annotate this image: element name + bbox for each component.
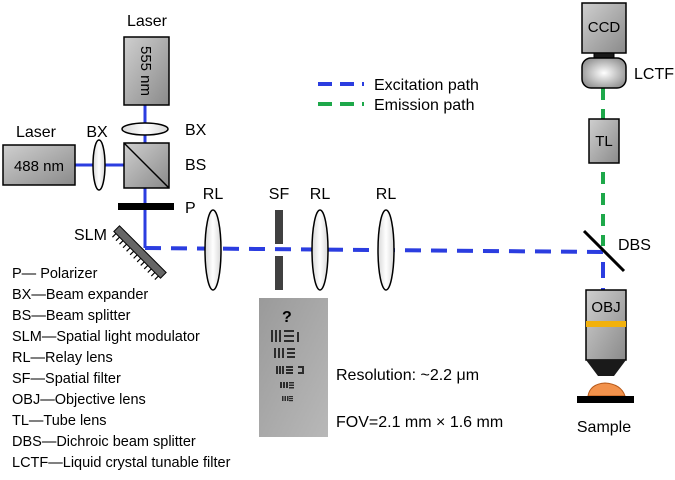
abbr-item: BS—Beam splitter bbox=[12, 308, 131, 324]
spatial-filter-bottom bbox=[275, 256, 283, 290]
spatial-filter-top bbox=[275, 210, 283, 244]
laser-left-wavelength: 488 nm bbox=[14, 158, 64, 175]
bx-top-lens bbox=[121, 122, 169, 136]
ccd-camera bbox=[581, 2, 627, 54]
slm-device bbox=[111, 225, 167, 281]
excitation-path-line bbox=[144, 246, 605, 290]
abbr-item: P— Polarizer bbox=[12, 266, 98, 282]
abbr-item: RL—Relay lens bbox=[12, 350, 113, 366]
svg-text:?: ? bbox=[282, 309, 292, 326]
lctf-label: LCTF bbox=[634, 66, 674, 83]
abbr-item: DBS—Dichroic beam splitter bbox=[12, 434, 196, 450]
fov-text: FOV=2.1 mm × 1.6 mm bbox=[336, 414, 503, 431]
relay-lens-1-label: RL bbox=[203, 186, 224, 203]
resolution-text: Resolution: ~2.2 μm bbox=[336, 367, 479, 384]
dbs-label: DBS bbox=[618, 237, 651, 254]
sample-label: Sample bbox=[577, 419, 631, 436]
lctf-filter bbox=[581, 57, 627, 89]
slm-label: SLM bbox=[74, 227, 107, 244]
legend-excitation-label: Excitation path bbox=[374, 77, 479, 94]
legend-emission-label: Emission path bbox=[374, 97, 475, 114]
relay-lens-3-label: RL bbox=[376, 186, 397, 203]
ccd-label: CCD bbox=[588, 19, 621, 36]
spatial-filter-label: SF bbox=[269, 186, 290, 203]
sample-specimen bbox=[587, 382, 626, 397]
abbr-item: SLM—Spatial light modulator bbox=[12, 329, 200, 345]
abbr-item: BX—Beam expander bbox=[12, 287, 148, 303]
bs-label: BS bbox=[185, 157, 206, 174]
sample-stage bbox=[577, 396, 634, 403]
usaf-resolution-target-image: ? bbox=[259, 298, 328, 437]
bx-top-label: BX bbox=[185, 122, 207, 139]
abbr-item: TL—Tube lens bbox=[12, 413, 107, 429]
bx-left-lens bbox=[92, 139, 106, 191]
abbr-item: OBJ—Objective lens bbox=[12, 392, 146, 408]
tube-lens bbox=[588, 118, 620, 164]
obj-label: OBJ bbox=[591, 299, 620, 316]
bx-left-label: BX bbox=[86, 124, 108, 141]
laser-left-label: Laser bbox=[16, 124, 57, 141]
relay-lens-2-label: RL bbox=[310, 186, 331, 203]
tl-label: TL bbox=[595, 133, 613, 150]
dichroic-beam-splitter bbox=[582, 229, 626, 273]
laser-top-wavelength: 555 nm bbox=[137, 46, 154, 96]
polarizer bbox=[118, 203, 174, 210]
abbr-item: SF—Spatial filter bbox=[12, 371, 121, 387]
abbr-item: LCTF—Liquid crystal tunable filter bbox=[12, 455, 231, 471]
laser-left-box bbox=[2, 144, 76, 186]
abbreviation-list: P— Polarizer BX—Beam expander BS—Beam sp… bbox=[12, 266, 231, 471]
laser-top-box bbox=[123, 36, 170, 106]
laser-top-label: Laser bbox=[127, 13, 168, 30]
relay-lens-1 bbox=[204, 209, 222, 291]
polarizer-label: P bbox=[185, 200, 196, 217]
relay-lens-2 bbox=[311, 209, 329, 291]
relay-lens-3 bbox=[377, 209, 395, 291]
objective-lens bbox=[585, 289, 627, 376]
